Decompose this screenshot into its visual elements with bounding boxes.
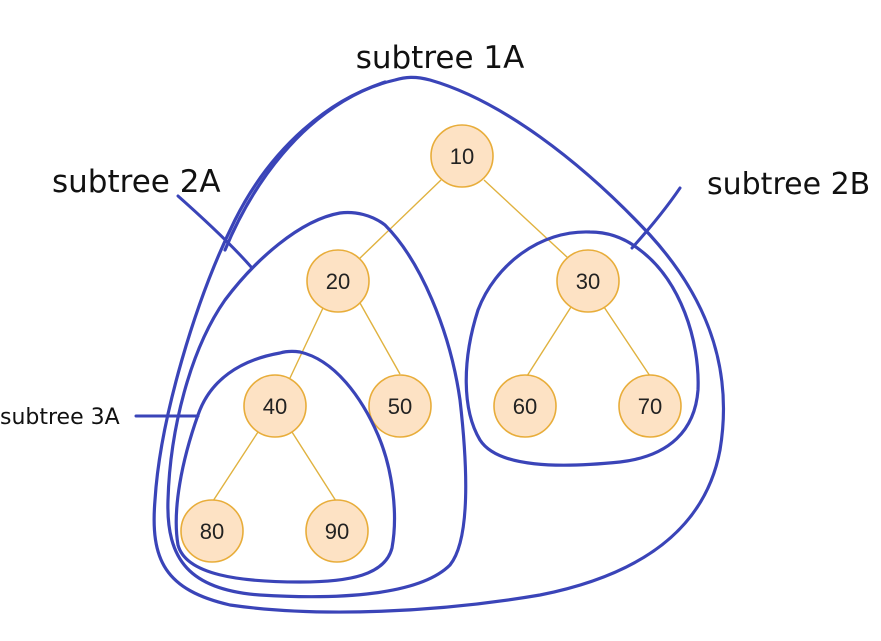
subtree-labels: subtree 1A subtree 2A subtree 2B subtree… [0,40,870,430]
edge-30-60 [526,306,572,377]
tree-node: 10 [430,124,494,188]
edge-10-30 [483,179,569,259]
node-label: 20 [326,269,350,294]
tree-node: 90 [305,499,369,563]
node-label: 60 [513,394,537,419]
subtree-1a-label: subtree 1A [356,40,525,76]
subtree-2a-pointer [176,194,254,270]
subtree-2a-label: subtree 2A [52,164,221,200]
subtree-3a-outline [174,349,397,584]
node-label: 30 [576,269,600,294]
tree-node: 40 [243,374,307,438]
edge-40-90 [291,431,337,502]
tree-node: 80 [180,499,244,563]
node-circle [430,124,494,188]
tree-node: 50 [368,374,432,438]
node-circle [306,249,370,313]
node-circle [556,249,620,313]
subtree-3a-label: subtree 3A [0,405,120,430]
subtree-1a-outline [152,75,725,614]
edge-20-40 [289,307,324,379]
tree-node: 60 [493,374,557,438]
edge-10-20 [357,179,442,261]
node-label: 70 [638,394,662,419]
node-circle [368,374,432,438]
subtree-outlines [134,75,725,614]
tree-nodes: 10 20 30 40 50 60 70 80 [180,124,682,563]
tree-node: 20 [306,249,370,313]
node-label: 50 [388,394,412,419]
edge-40-80 [212,431,259,502]
tree-edges [212,179,651,502]
subtree-2b-label: subtree 2B [707,167,870,202]
node-circle [305,499,369,563]
subtree-2b-pointer [630,186,682,250]
node-label: 90 [325,519,349,544]
node-label: 10 [450,144,474,169]
subtree-2a-outline [166,210,468,599]
node-circle [493,374,557,438]
subtree-1a-outline-overlap [223,80,387,252]
node-circle [618,374,682,438]
node-circle [243,374,307,438]
subtree-2b-outline [464,230,700,467]
tree-node: 30 [556,249,620,313]
node-label: 40 [263,394,287,419]
edge-20-50 [359,302,401,375]
node-label: 80 [200,519,224,544]
edge-30-70 [603,306,651,377]
node-circle [180,499,244,563]
tree-node: 70 [618,374,682,438]
